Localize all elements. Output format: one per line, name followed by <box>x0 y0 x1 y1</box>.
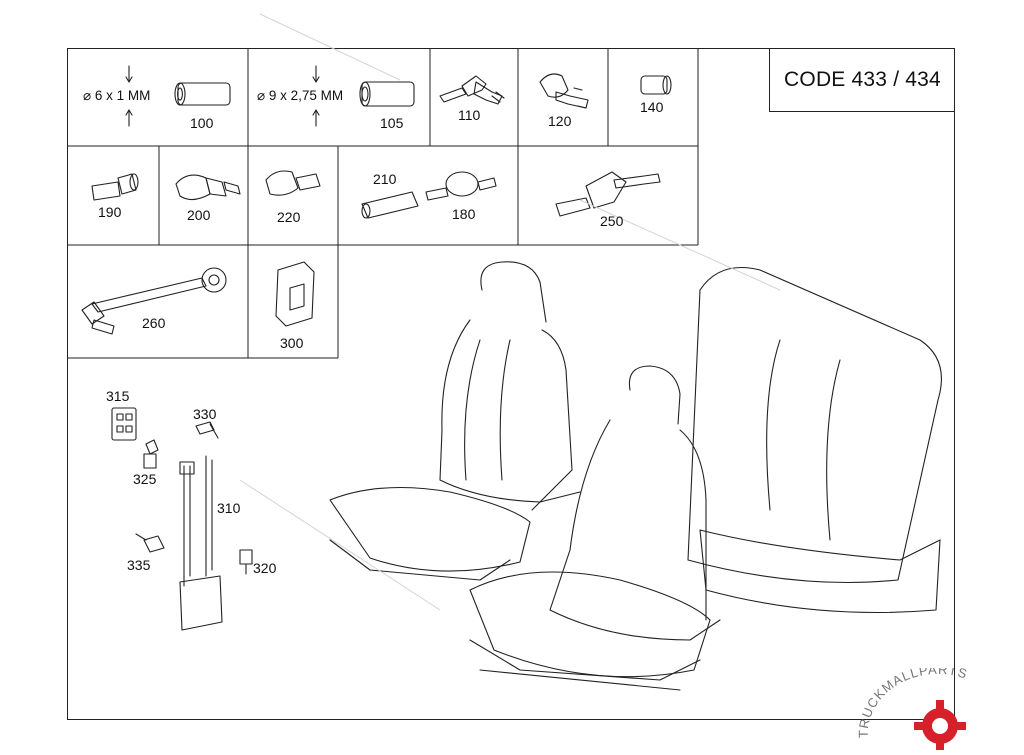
sleeve-210-icon <box>361 191 419 219</box>
connector-330-icon <box>195 421 219 439</box>
part-number-310: 310 <box>217 500 241 516</box>
rear-bench-illustration <box>687 266 942 614</box>
part-number-100: 100 <box>190 115 214 131</box>
code-label: CODE 433 / 434 <box>769 48 955 112</box>
part-number-110: 110 <box>458 107 481 123</box>
part-number-180: 180 <box>452 206 476 222</box>
part-number-220: 220 <box>277 209 301 225</box>
plug-220-icon <box>265 170 321 196</box>
sensor-325-icon <box>143 439 159 469</box>
connector-110-icon <box>439 75 505 105</box>
filter-180-icon <box>425 171 497 201</box>
tube-105-icon <box>312 65 415 127</box>
valve-250-icon <box>555 171 661 217</box>
module-300-icon <box>275 261 315 327</box>
part-number-320: 320 <box>253 560 277 576</box>
brand-logo: TRUCKMALLPARTS <box>856 662 1018 752</box>
part-number-315: 315 <box>106 388 130 404</box>
part-number-250: 250 <box>600 213 624 229</box>
plug-320-icon <box>239 549 253 575</box>
tube-105-dimension: ⌀ 9 x 2,75 MM <box>257 88 344 103</box>
tube-100-icon <box>125 65 231 127</box>
part-number-120: 120 <box>548 113 572 129</box>
hose-260-icon <box>81 267 227 335</box>
cap-140-icon <box>640 75 672 95</box>
part-number-140: 140 <box>640 99 664 115</box>
diagram-frame <box>67 48 955 720</box>
gear-icon <box>914 700 966 752</box>
part-number-200: 200 <box>187 207 211 223</box>
part-number-210: 210 <box>373 171 397 187</box>
part-number-190: 190 <box>98 204 122 220</box>
tube-100-dimension: ⌀ 6 x 1 MM <box>83 88 151 103</box>
front-left-seat-illustration <box>329 261 581 581</box>
watermark-line <box>259 13 401 81</box>
watermark-line <box>239 479 441 611</box>
part-number-300: 300 <box>280 335 304 351</box>
watermark-line <box>579 199 781 291</box>
part-number-330: 330 <box>193 406 217 422</box>
elbow-200-icon <box>175 174 241 201</box>
relay-315-icon <box>111 407 137 441</box>
part-number-325: 325 <box>133 471 157 487</box>
front-right-seat-illustration <box>469 365 721 691</box>
connector-120-icon <box>539 73 589 109</box>
part-number-335: 335 <box>127 557 151 573</box>
part-number-260: 260 <box>142 315 166 331</box>
sensor-335-icon <box>135 533 165 553</box>
harness-310-icon <box>179 455 223 631</box>
part-number-105: 105 <box>380 115 404 131</box>
nipple-190-icon <box>91 173 139 201</box>
